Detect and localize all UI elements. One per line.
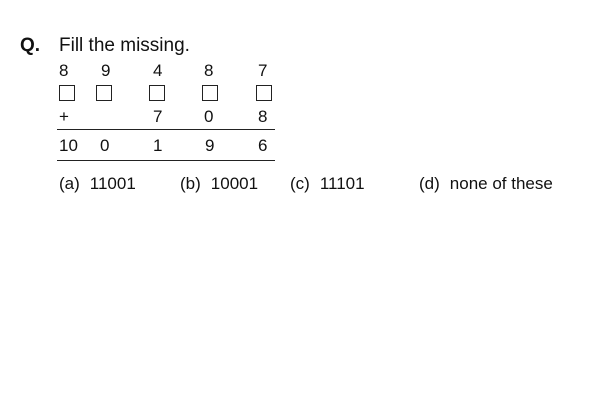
option-a-value: 11001 (89, 174, 136, 193)
blank-box-3[interactable] (149, 85, 165, 101)
blank-box-2[interactable] (96, 85, 112, 101)
option-c-label: (c) (290, 174, 310, 193)
option-d-value: none of these (449, 174, 553, 193)
result-digit-3: 1 (153, 136, 163, 155)
plus-sign: + (59, 107, 69, 126)
option-c-value: 11101 (319, 174, 365, 193)
blank-box-5[interactable] (256, 85, 272, 101)
sum-rule-bottom (57, 160, 275, 161)
option-b[interactable]: (b) 10001 (180, 174, 258, 194)
top-digit-5: 7 (258, 61, 268, 80)
add-digit-3: 7 (153, 107, 163, 126)
question-label: Q. (20, 35, 41, 56)
top-digit-2: 9 (101, 61, 111, 80)
option-a[interactable]: (a) 11001 (59, 174, 136, 194)
result-digit-5: 6 (258, 136, 268, 155)
top-digit-1: 8 (59, 61, 69, 80)
option-d-label: (d) (419, 174, 440, 193)
blank-box-4[interactable] (202, 85, 218, 101)
option-b-label: (b) (180, 174, 201, 193)
add-digit-5: 8 (258, 107, 268, 126)
top-digit-4: 8 (204, 61, 214, 80)
top-digit-3: 4 (153, 61, 163, 80)
question-text: Fill the missing. (59, 35, 190, 56)
add-digit-4: 0 (204, 107, 214, 126)
result-digit-2: 0 (100, 136, 110, 155)
sum-rule-top (57, 129, 275, 130)
blank-box-1[interactable] (59, 85, 75, 101)
option-c[interactable]: (c) 11101 (290, 174, 365, 194)
option-d[interactable]: (d) none of these (419, 174, 553, 194)
option-b-value: 10001 (210, 174, 259, 193)
result-digit-1: 10 (59, 136, 78, 155)
option-a-label: (a) (59, 174, 80, 193)
result-digit-4: 9 (205, 136, 215, 155)
